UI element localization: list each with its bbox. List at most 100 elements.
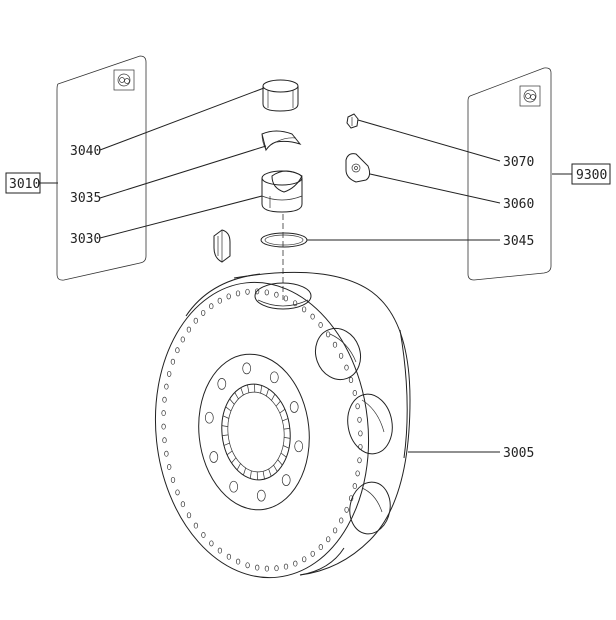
perimeter-hole (210, 304, 214, 309)
perimeter-hole (319, 322, 323, 327)
perimeter-hole (293, 301, 297, 306)
spline-tooth (250, 471, 251, 479)
perimeter-hole (349, 378, 353, 383)
perimeter-hole (345, 507, 349, 512)
perimeter-hole (265, 566, 269, 571)
perimeter-hole (356, 471, 360, 476)
perimeter-hole (359, 431, 363, 436)
perimeter-hole (236, 559, 240, 564)
perimeter-hole (255, 565, 259, 570)
label-3060: 3060 (503, 197, 534, 212)
perimeter-hole (162, 411, 166, 416)
spline-tooth (230, 399, 235, 405)
perimeter-hole (311, 551, 315, 556)
kit-box-3010: 3010 (6, 173, 40, 193)
spline-tooth (261, 386, 262, 394)
perimeter-hole (171, 477, 175, 482)
perimeter-hole (210, 541, 214, 546)
label-3005: 3005 (503, 446, 534, 461)
spline-tooth (241, 388, 244, 395)
perimeter-hole (275, 292, 279, 297)
label-3030: 3030 (70, 232, 101, 247)
perimeter-hole (202, 532, 206, 537)
perimeter-hole (187, 513, 191, 518)
bolt-hole (270, 372, 278, 383)
kit-label-9300: 9300 (576, 168, 607, 183)
spline-tooth (280, 409, 285, 413)
perimeter-hole (163, 397, 167, 402)
perimeter-hole (353, 390, 357, 395)
part-3005-housing (141, 272, 410, 589)
perimeter-hole (326, 537, 330, 542)
perimeter-hole (176, 490, 180, 495)
perimeter-hole (162, 424, 166, 429)
perimeter-hole (167, 464, 171, 469)
perimeter-hole (218, 298, 222, 303)
perimeter-hole (358, 458, 362, 463)
spline-tooth (263, 471, 264, 479)
label-3035: 3035 (70, 191, 101, 206)
perimeter-hole (302, 557, 306, 562)
perimeter-hole (353, 484, 357, 489)
spline-tooth (223, 416, 229, 419)
spline-teeth (222, 384, 290, 480)
spline-tooth (227, 451, 232, 455)
kit-label-3010: 3010 (9, 177, 40, 192)
spline-tooth (282, 419, 288, 421)
bolt-hole (243, 363, 251, 374)
perimeter-hole (165, 451, 169, 456)
perimeter-hole (187, 327, 191, 332)
perimeter-hole (167, 371, 171, 376)
part-3045-o-ring (261, 233, 307, 247)
spline-tooth (276, 401, 280, 406)
perimeter-hole (218, 548, 222, 553)
bolt-hole (205, 412, 213, 423)
spline-tooth (284, 428, 290, 429)
perimeter-hole (311, 314, 315, 319)
perimeter-hole (275, 566, 279, 571)
spline-tooth (224, 443, 230, 445)
part-3030-piston (262, 171, 302, 212)
label-3045: 3045 (503, 234, 534, 249)
perimeter-hole (227, 554, 231, 559)
perimeter-hole (165, 384, 169, 389)
perimeter-hole (294, 561, 298, 566)
spline-tooth (274, 465, 278, 472)
bolt-hole (230, 481, 238, 492)
part-key (214, 230, 230, 262)
perimeter-hole (181, 337, 185, 342)
spline-tooth (237, 464, 240, 470)
part-3035-half-shell (262, 131, 300, 150)
perimeter-hole (194, 318, 198, 323)
perimeter-holes (162, 289, 362, 571)
perimeter-hole (236, 291, 240, 296)
spline-tooth (266, 389, 268, 396)
bolt-hole (218, 378, 226, 389)
perimeter-hole (319, 545, 323, 550)
spline-tooth (232, 458, 236, 463)
perimeter-hole (333, 342, 337, 347)
spline-tooth (284, 437, 290, 438)
perimeter-hole (339, 353, 343, 358)
perimeter-hole (333, 528, 337, 533)
perimeter-hole (284, 564, 288, 569)
bolt-hole (282, 475, 290, 486)
spline-tooth (226, 407, 231, 411)
perimeter-hole (181, 502, 185, 507)
spline-tooth (272, 394, 275, 400)
kit-box-9300: 9300 (572, 164, 610, 184)
perimeter-hole (284, 296, 288, 301)
part-3070-clip (347, 114, 358, 128)
bolt-hole (295, 441, 303, 452)
spline-tooth (222, 426, 228, 427)
perimeter-hole (171, 359, 175, 364)
perimeter-hole (345, 365, 349, 370)
perimeter-hole (194, 523, 198, 528)
perimeter-hole (265, 290, 269, 295)
spline-tooth (248, 385, 249, 393)
spline-tooth (278, 460, 283, 466)
perimeter-hole (227, 294, 231, 299)
spline-tooth (243, 468, 245, 475)
perimeter-hole (163, 438, 167, 443)
